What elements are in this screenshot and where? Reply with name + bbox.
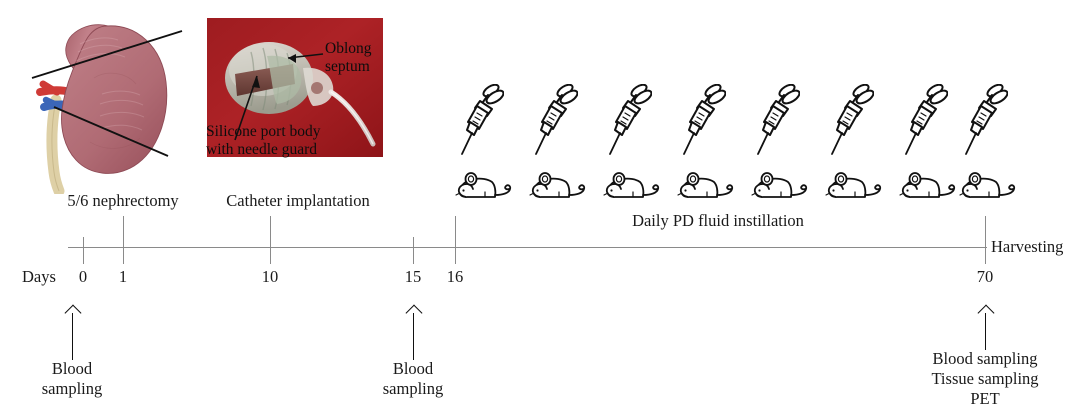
port-inner-cap [267, 55, 302, 104]
arrow-blood-sampling-day0 [62, 304, 84, 360]
label-daily-pd-fluid: Daily PD fluid instillation [632, 211, 804, 230]
tick-label-day-0: 0 [78, 267, 88, 286]
arrow-shaft [72, 313, 73, 360]
silicone-port-line1: Silicone port body [206, 123, 321, 140]
blood-sampling-day0-line2: sampling [41, 379, 103, 399]
catheter-photo-svg [207, 18, 383, 157]
arrow-blood-sampling-day15 [403, 304, 425, 360]
arrow-harvest-sampling-day70 [975, 304, 997, 350]
syringe-icon-3 [606, 83, 653, 158]
arrow-shaft [413, 313, 414, 360]
tick-day-16 [455, 216, 456, 264]
mouse-icon-3 [603, 168, 665, 202]
syringe-icon-5 [754, 83, 801, 158]
label-harvesting: Harvesting [991, 237, 1064, 256]
harvest-line1: Blood sampling [932, 349, 1038, 368]
catheter-leader-lines [234, 53, 324, 141]
syringe-icon-4 [680, 83, 727, 158]
oblong-septum-arrowhead [288, 54, 296, 63]
renal-vein-branch [42, 96, 66, 110]
blood-sampling-day0-line1: Blood [51, 359, 93, 378]
kidney-illustration [10, 4, 195, 197]
tick-day-70 [985, 216, 986, 264]
tick-day-0 [83, 237, 84, 264]
catheter-tube-highlight [330, 91, 374, 145]
tick-label-day-15: 15 [404, 267, 422, 286]
mouse-icon-1 [455, 168, 517, 202]
connector-port-hole [311, 82, 323, 94]
syringe-icon-1 [458, 83, 505, 158]
silicone-port-arrowhead [252, 76, 260, 88]
axis-label-days: Days [22, 267, 56, 286]
syringe-icon-2 [532, 83, 579, 158]
arrow-head [64, 304, 81, 322]
silicone-port-line2: with needle guard [206, 140, 318, 158]
ureter-shape [46, 94, 65, 197]
oblong-septum-line1: Oblong [325, 40, 372, 57]
oblong-septum-line2: septum [325, 57, 370, 75]
nephrectomy-resection-line-upper [31, 30, 183, 79]
blood-sampling-day15-line2: sampling [382, 379, 444, 399]
harvest-line3: PET [970, 389, 1000, 409]
arrow-head [405, 304, 422, 322]
tick-day-1 [123, 216, 124, 264]
catheter-port-photo [207, 18, 383, 157]
blood-sampling-day15-line1: Blood [392, 359, 434, 378]
arrow-head [977, 304, 994, 322]
nephrectomy-resection-line-lower [53, 106, 169, 157]
mouse-icon-6 [825, 168, 887, 202]
tick-label-day-1: 1 [118, 267, 128, 286]
harvest-line2: Tissue sampling [931, 369, 1039, 389]
mouse-icon-8 [959, 168, 1021, 202]
tick-day-15 [413, 237, 414, 264]
kidney-svg [31, 24, 183, 197]
syringe-icon-8 [962, 83, 1009, 158]
mouse-icon-7 [899, 168, 961, 202]
syringe-icon-7 [902, 83, 949, 158]
mouse-icon-2 [529, 168, 591, 202]
mouse-icon-5 [751, 168, 813, 202]
label-catheter-implantation: Catheter implantation [226, 191, 370, 210]
ureter-outline [51, 99, 60, 192]
kidney-striations [75, 37, 145, 131]
tick-label-day-70: 70 [976, 267, 994, 286]
label-nephrectomy: 5/6 nephrectomy [67, 191, 179, 210]
tick-day-10 [270, 216, 271, 264]
mouse-icon-4 [677, 168, 739, 202]
kidney-contours [89, 72, 141, 149]
timeline-axis [68, 247, 987, 248]
tick-label-day-10: 10 [261, 267, 279, 286]
syringe-icon-6 [828, 83, 875, 158]
kidney-body [61, 25, 168, 174]
tick-label-day-16: 16 [446, 267, 464, 286]
renal-artery-branch [39, 80, 61, 96]
arrow-shaft [985, 313, 986, 350]
